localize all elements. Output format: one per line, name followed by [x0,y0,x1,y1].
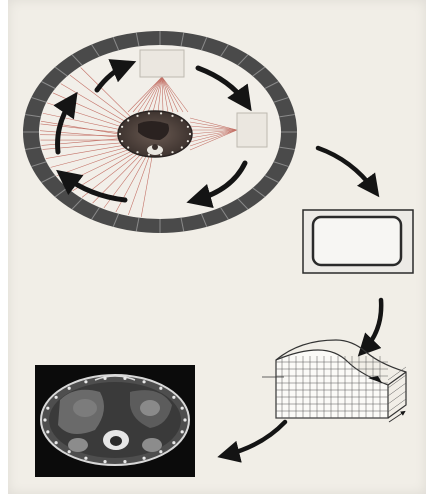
ct-gantry-icon [23,31,297,233]
grid-line [388,383,406,396]
grid-line [388,375,406,388]
voxel-matrix-icon [262,340,406,422]
grid-line [388,391,406,404]
flow-arrow-3 [226,422,285,455]
flow-arrow-2 [364,300,381,350]
slice-thickness-indicator [389,412,404,422]
axial-ct-image-icon [35,365,195,477]
patient-cross-section-icon [118,111,192,157]
flow-arrow-1 [318,148,374,190]
grid-line [388,399,406,412]
display-monitor-icon [303,210,413,273]
xray-tube-right [237,113,267,147]
xray-tube-top [140,50,184,77]
